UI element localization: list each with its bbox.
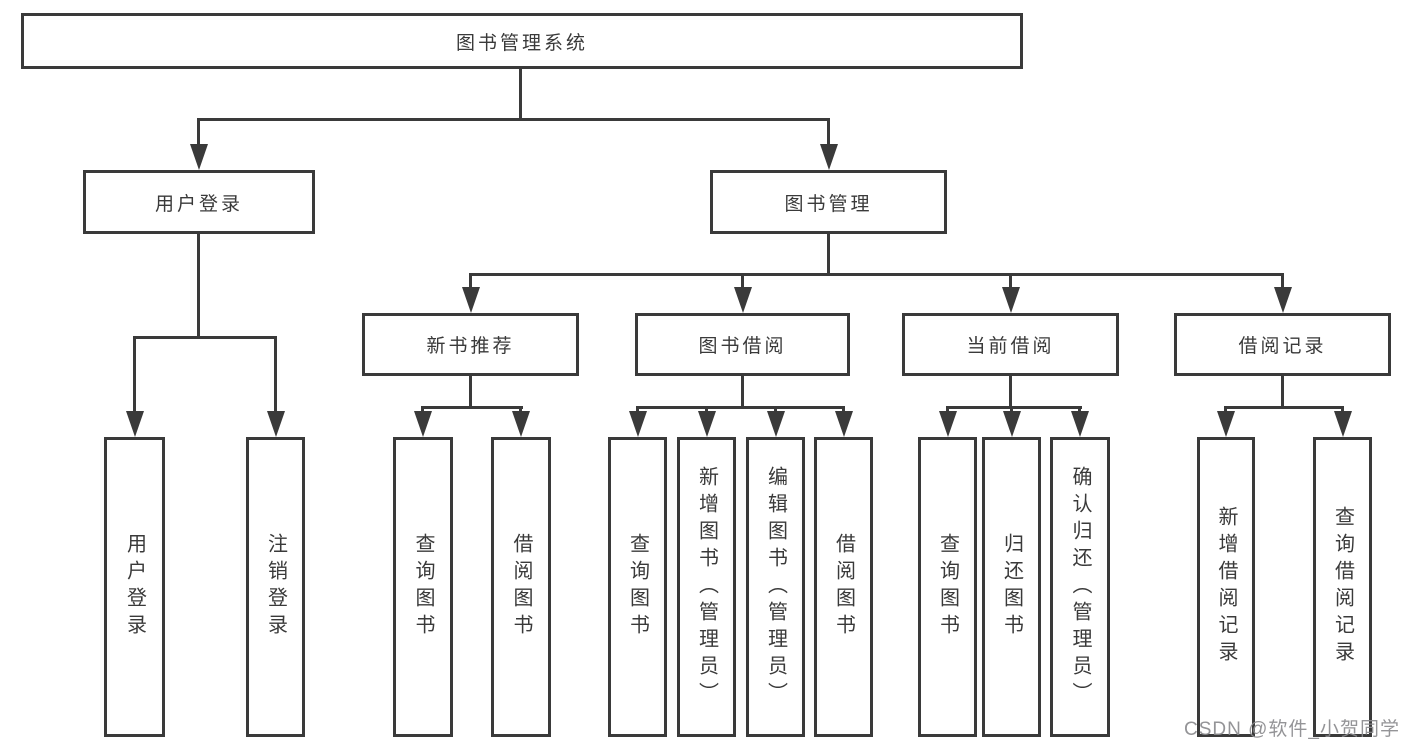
leaf-bb-query-books: 查询图书 xyxy=(608,437,667,737)
arrow-down-icon xyxy=(1217,411,1235,437)
arrow-down-icon xyxy=(462,287,480,313)
connector-bookborrow-hline xyxy=(636,406,845,409)
node-root: 图书管理系统 xyxy=(21,13,1023,69)
connector-level3-shaft xyxy=(741,273,744,291)
connector-userlogin-shaft xyxy=(197,118,200,148)
node-user-login-label: 用户登录 xyxy=(154,193,243,215)
leaf-cb-query-books: 查询图书 xyxy=(918,437,977,737)
connector-userlogin-stem xyxy=(197,234,200,338)
arrow-down-icon xyxy=(1003,411,1021,437)
arrow-down-icon xyxy=(1274,287,1292,313)
arrow-down-icon xyxy=(267,411,285,437)
leaf-nb-borrow-books: 借阅图书 xyxy=(491,437,551,737)
leaf-br-add-record: 新增借阅记录 xyxy=(1197,437,1255,737)
leaf-cb-confirm-return-admin-label: 确认归还（管理员） xyxy=(1069,465,1091,709)
leaf-br-add-record-label: 新增借阅记录 xyxy=(1215,506,1237,668)
connector-records-stem xyxy=(1281,376,1284,408)
arrow-down-icon xyxy=(1071,411,1089,437)
arrow-down-icon xyxy=(126,411,144,437)
leaf-user-login: 用户登录 xyxy=(104,437,165,737)
connector-root-stem xyxy=(519,69,522,120)
node-borrow-records: 借阅记录 xyxy=(1174,313,1391,376)
arrow-down-icon xyxy=(939,411,957,437)
connector-bookmgmt-shaft xyxy=(827,118,830,148)
connector-level3-hline xyxy=(469,273,1283,276)
node-book-management: 图书管理 xyxy=(710,170,947,234)
leaf-logout-label: 注销登录 xyxy=(264,533,287,641)
leaf-nb-query-books: 查询图书 xyxy=(393,437,453,737)
node-new-book-recommend-label: 新书推荐 xyxy=(426,336,515,357)
arrow-down-icon xyxy=(767,411,785,437)
leaf-cb-query-books-label: 查询图书 xyxy=(936,533,959,641)
node-user-login: 用户登录 xyxy=(83,170,315,234)
leaf-bb-add-books-admin: 新增图书（管理员） xyxy=(677,437,736,737)
connector-leaf-shaft xyxy=(133,336,136,416)
leaf-bb-add-books-admin-label: 新增图书（管理员） xyxy=(695,465,718,709)
arrow-down-icon xyxy=(734,287,752,313)
connector-level1-hline xyxy=(197,118,830,121)
node-new-book-recommend: 新书推荐 xyxy=(362,313,579,376)
arrow-down-icon xyxy=(1002,287,1020,313)
leaf-logout: 注销登录 xyxy=(246,437,305,737)
connector-bookmgmt-stem xyxy=(827,234,830,275)
arrow-down-icon xyxy=(629,411,647,437)
leaf-bb-edit-books-admin-label: 编辑图书（管理员） xyxy=(764,465,787,709)
leaf-cb-return-books-label: 归还图书 xyxy=(1000,533,1023,641)
node-book-borrow: 图书借阅 xyxy=(635,313,850,376)
leaf-user-login-label: 用户登录 xyxy=(123,533,146,641)
leaf-bb-borrow-books: 借阅图书 xyxy=(814,437,873,737)
leaf-cb-confirm-return-admin: 确认归还（管理员） xyxy=(1050,437,1110,737)
leaf-nb-borrow-books-label: 借阅图书 xyxy=(510,533,532,641)
leaf-br-query-record: 查询借阅记录 xyxy=(1313,437,1372,737)
connector-records-hline xyxy=(1224,406,1344,409)
arrow-down-icon xyxy=(190,144,208,170)
connector-level3-shaft xyxy=(1281,273,1284,291)
node-book-borrow-label: 图书借阅 xyxy=(698,336,787,357)
arrow-down-icon xyxy=(1334,411,1352,437)
connector-leaf-shaft xyxy=(274,336,277,416)
arrow-down-icon xyxy=(820,144,838,170)
leaf-br-query-record-label: 查询借阅记录 xyxy=(1331,506,1354,668)
node-book-management-label: 图书管理 xyxy=(784,193,873,215)
leaf-cb-return-books: 归还图书 xyxy=(982,437,1041,737)
connector-level3-shaft xyxy=(1009,273,1012,291)
node-root-label: 图书管理系统 xyxy=(455,32,588,54)
connector-newbook-hline xyxy=(421,406,523,409)
leaf-bb-query-books-label: 查询图书 xyxy=(626,533,649,641)
leaf-bb-edit-books-admin: 编辑图书（管理员） xyxy=(746,437,805,737)
node-borrow-records-label: 借阅记录 xyxy=(1238,336,1327,357)
arrow-down-icon xyxy=(698,411,716,437)
arrow-down-icon xyxy=(512,411,530,437)
node-current-borrow: 当前借阅 xyxy=(902,313,1119,376)
arrow-down-icon xyxy=(835,411,853,437)
arrow-down-icon xyxy=(414,411,432,437)
connector-userlogin-hline xyxy=(133,336,277,339)
csdn-watermark: CSDN @软件_小贺同学 xyxy=(1184,719,1400,740)
connector-currentborrow-hline xyxy=(946,406,1082,409)
leaf-nb-query-books-label: 查询图书 xyxy=(412,533,434,641)
connector-bookborrow-stem xyxy=(741,376,744,408)
connector-currentborrow-stem xyxy=(1009,376,1012,408)
leaf-bb-borrow-books-label: 借阅图书 xyxy=(832,533,855,641)
node-current-borrow-label: 当前借阅 xyxy=(966,336,1055,357)
connector-level3-shaft xyxy=(469,273,472,291)
connector-newbook-stem xyxy=(469,376,472,408)
